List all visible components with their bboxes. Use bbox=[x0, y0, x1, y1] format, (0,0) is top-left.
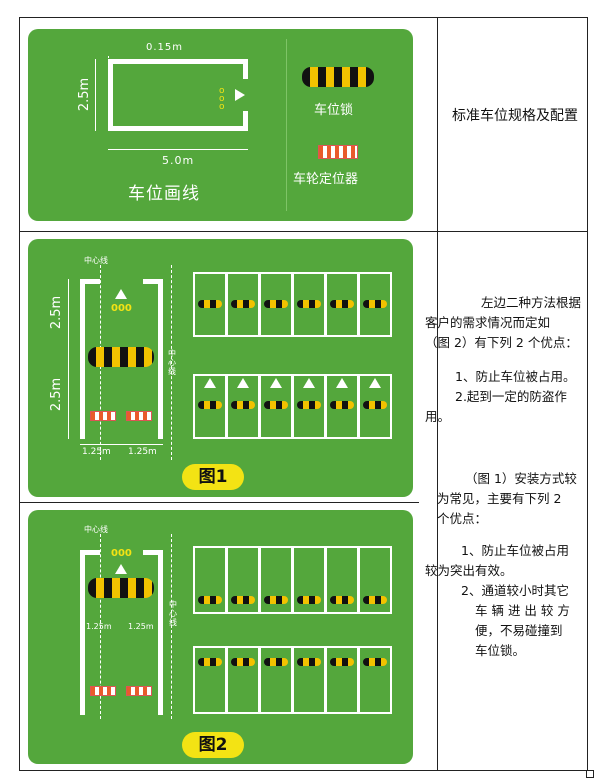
arrow-icon bbox=[235, 89, 245, 101]
mark-000: 000 bbox=[111, 548, 132, 559]
arrow-up-icon bbox=[115, 289, 127, 299]
lock-label: 车位锁 bbox=[314, 103, 354, 118]
section-title: 车位画线 bbox=[128, 184, 200, 204]
width-right-label: 1.25m bbox=[128, 622, 154, 631]
parking-lock-icon bbox=[302, 67, 374, 87]
wheel-stopper-icon bbox=[318, 145, 358, 159]
parking-lock-icon bbox=[88, 347, 154, 367]
width-label: 0.15m bbox=[146, 42, 184, 53]
wheel-stopper-left bbox=[90, 411, 116, 421]
parking-lock-icon bbox=[88, 578, 154, 598]
lower-length-label: 2.5m bbox=[49, 377, 65, 412]
row-divider-1 bbox=[20, 231, 587, 232]
column-divider bbox=[437, 18, 438, 770]
centerline-top: 中心线 bbox=[84, 525, 108, 534]
mark-000: 000 bbox=[111, 303, 132, 314]
panel-figure-2: 中心线 中心线 000 1.25m 1.25m 图2 bbox=[28, 510, 413, 764]
parking-lot-bottom bbox=[193, 646, 393, 714]
wheel-stopper-right bbox=[126, 686, 152, 696]
wheel-stopper-left bbox=[90, 686, 116, 696]
centerline-side: 中心线 bbox=[168, 349, 176, 376]
length-label: 5.0m bbox=[162, 154, 195, 167]
wheel-stopper-right bbox=[126, 411, 152, 421]
centerline-top: 中心线 bbox=[84, 256, 108, 265]
stopper-label: 车轮定位器 bbox=[293, 172, 359, 187]
parking-lot-top bbox=[193, 546, 393, 614]
centerline-side: 中心线 bbox=[169, 600, 177, 627]
parking-lot-bottom bbox=[193, 374, 393, 439]
corner-marker-icon bbox=[586, 770, 594, 778]
figure-1-badge: 图1 bbox=[182, 464, 244, 490]
arrow-up-icon bbox=[115, 564, 127, 574]
panel-figure-1: 中心线 中心线 000 2.5m 2.5m 1.25m 1.25m 图1 bbox=[28, 239, 413, 497]
figure-2-badge: 图2 bbox=[182, 732, 244, 758]
right-column-text: 左边二种方法根据 客户的需求情况而定如 （图 2）有下列 2 个优点： 1、防止… bbox=[425, 295, 581, 658]
parking-lot-top bbox=[193, 272, 393, 337]
width-left-label: 1.25m bbox=[82, 447, 111, 457]
upper-length-label: 2.5m bbox=[49, 295, 65, 330]
height-label: 2.5m bbox=[77, 77, 93, 112]
standard-spec-caption: 标准车位规格及配置 bbox=[452, 108, 578, 124]
width-left-label: 1.25m bbox=[86, 622, 112, 631]
width-right-label: 1.25m bbox=[128, 447, 157, 457]
row-divider-2 bbox=[20, 502, 419, 503]
